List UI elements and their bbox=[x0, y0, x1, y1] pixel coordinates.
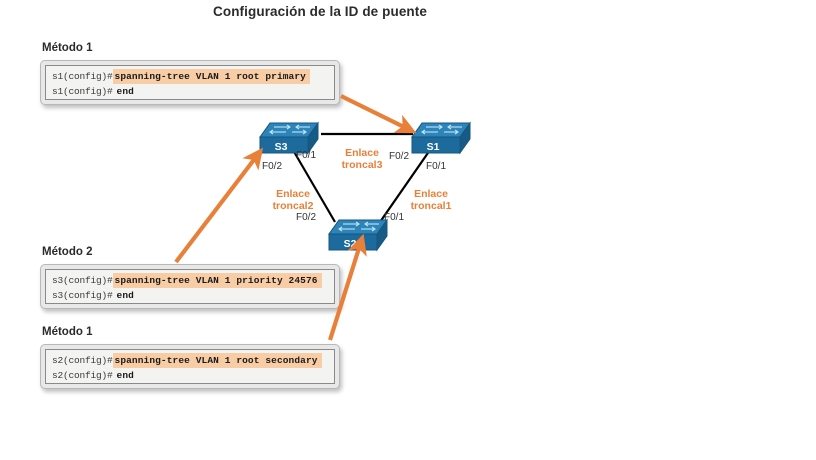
cli-box-s1: s1(config)# spanning-tree VLAN 1 root pr… bbox=[40, 60, 340, 105]
cli-command: end bbox=[116, 370, 134, 381]
cli-command: end bbox=[116, 86, 134, 97]
port-label-s2-f01: F0/1 bbox=[384, 212, 405, 223]
method-label-3: Método 1 bbox=[42, 326, 93, 338]
port-label-s1-f01: F0/1 bbox=[426, 161, 447, 172]
switch-icon-s1[interactable] bbox=[408, 121, 474, 159]
trunk-label-2-line1: Enlace bbox=[276, 188, 310, 200]
cli-command: spanning-tree VLAN 1 root primary bbox=[112, 69, 310, 84]
trunk-label-3-line2: troncal3 bbox=[341, 159, 383, 171]
cli-prompt: s2(config)# bbox=[52, 355, 113, 366]
cli-box-s3: s3(config)# spanning-tree VLAN 1 priorit… bbox=[40, 264, 340, 309]
method-label-2: Método 2 bbox=[42, 246, 93, 258]
cli-prompt: s3(config)# bbox=[52, 275, 113, 286]
switch-icon-s3[interactable] bbox=[256, 121, 322, 159]
cli-box-s2: s2(config)# spanning-tree VLAN 1 root se… bbox=[40, 344, 340, 389]
switch-icon-s2[interactable] bbox=[325, 218, 391, 256]
cli-prompt: s2(config)# bbox=[52, 370, 113, 381]
trunk-label-2: Enlace troncal2 bbox=[260, 188, 326, 212]
cli-line: s1(config)# end bbox=[46, 84, 334, 99]
port-label-s3-f01: F0/1 bbox=[296, 150, 317, 161]
cli-prompt: s1(config)# bbox=[52, 86, 113, 97]
method-label-1: Método 1 bbox=[42, 42, 93, 54]
page-title: Configuración de la ID de puente bbox=[213, 4, 427, 19]
cli-inner-s1: s1(config)# spanning-tree VLAN 1 root pr… bbox=[45, 65, 335, 100]
cli-command: spanning-tree VLAN 1 root secondary bbox=[112, 353, 322, 368]
trunk-label-1: Enlace troncal1 bbox=[398, 188, 464, 212]
cli-command: end bbox=[116, 290, 134, 301]
port-label-s2-f02: F0/2 bbox=[296, 212, 317, 223]
cli-line: s2(config)# end bbox=[46, 368, 334, 383]
trunk-label-2-line2: troncal2 bbox=[272, 200, 314, 212]
trunk-label-3-line1: Enlace bbox=[345, 147, 379, 159]
cli-command: spanning-tree VLAN 1 priority 24576 bbox=[112, 273, 322, 288]
cli-inner-s2: s2(config)# spanning-tree VLAN 1 root se… bbox=[45, 349, 335, 384]
port-label-s3-f02: F0/2 bbox=[262, 161, 283, 172]
trunk-label-1-line2: troncal1 bbox=[410, 200, 452, 212]
cli-line: s1(config)# spanning-tree VLAN 1 root pr… bbox=[46, 69, 334, 84]
cli-inner-s3: s3(config)# spanning-tree VLAN 1 priorit… bbox=[45, 269, 335, 304]
network-topology-diagram: S3 S1 S2 F0/2 F0/1 F0/2 F0/1 F0/2 F0/1 E… bbox=[230, 110, 500, 265]
cli-prompt: s1(config)# bbox=[52, 71, 113, 82]
cli-line: s3(config)# end bbox=[46, 288, 334, 303]
trunk-label-1-line1: Enlace bbox=[414, 188, 448, 200]
trunk-label-3: Enlace troncal3 bbox=[330, 147, 394, 171]
cli-line: s2(config)# spanning-tree VLAN 1 root se… bbox=[46, 353, 334, 368]
cli-prompt: s3(config)# bbox=[52, 290, 113, 301]
cli-line: s3(config)# spanning-tree VLAN 1 priorit… bbox=[46, 273, 334, 288]
